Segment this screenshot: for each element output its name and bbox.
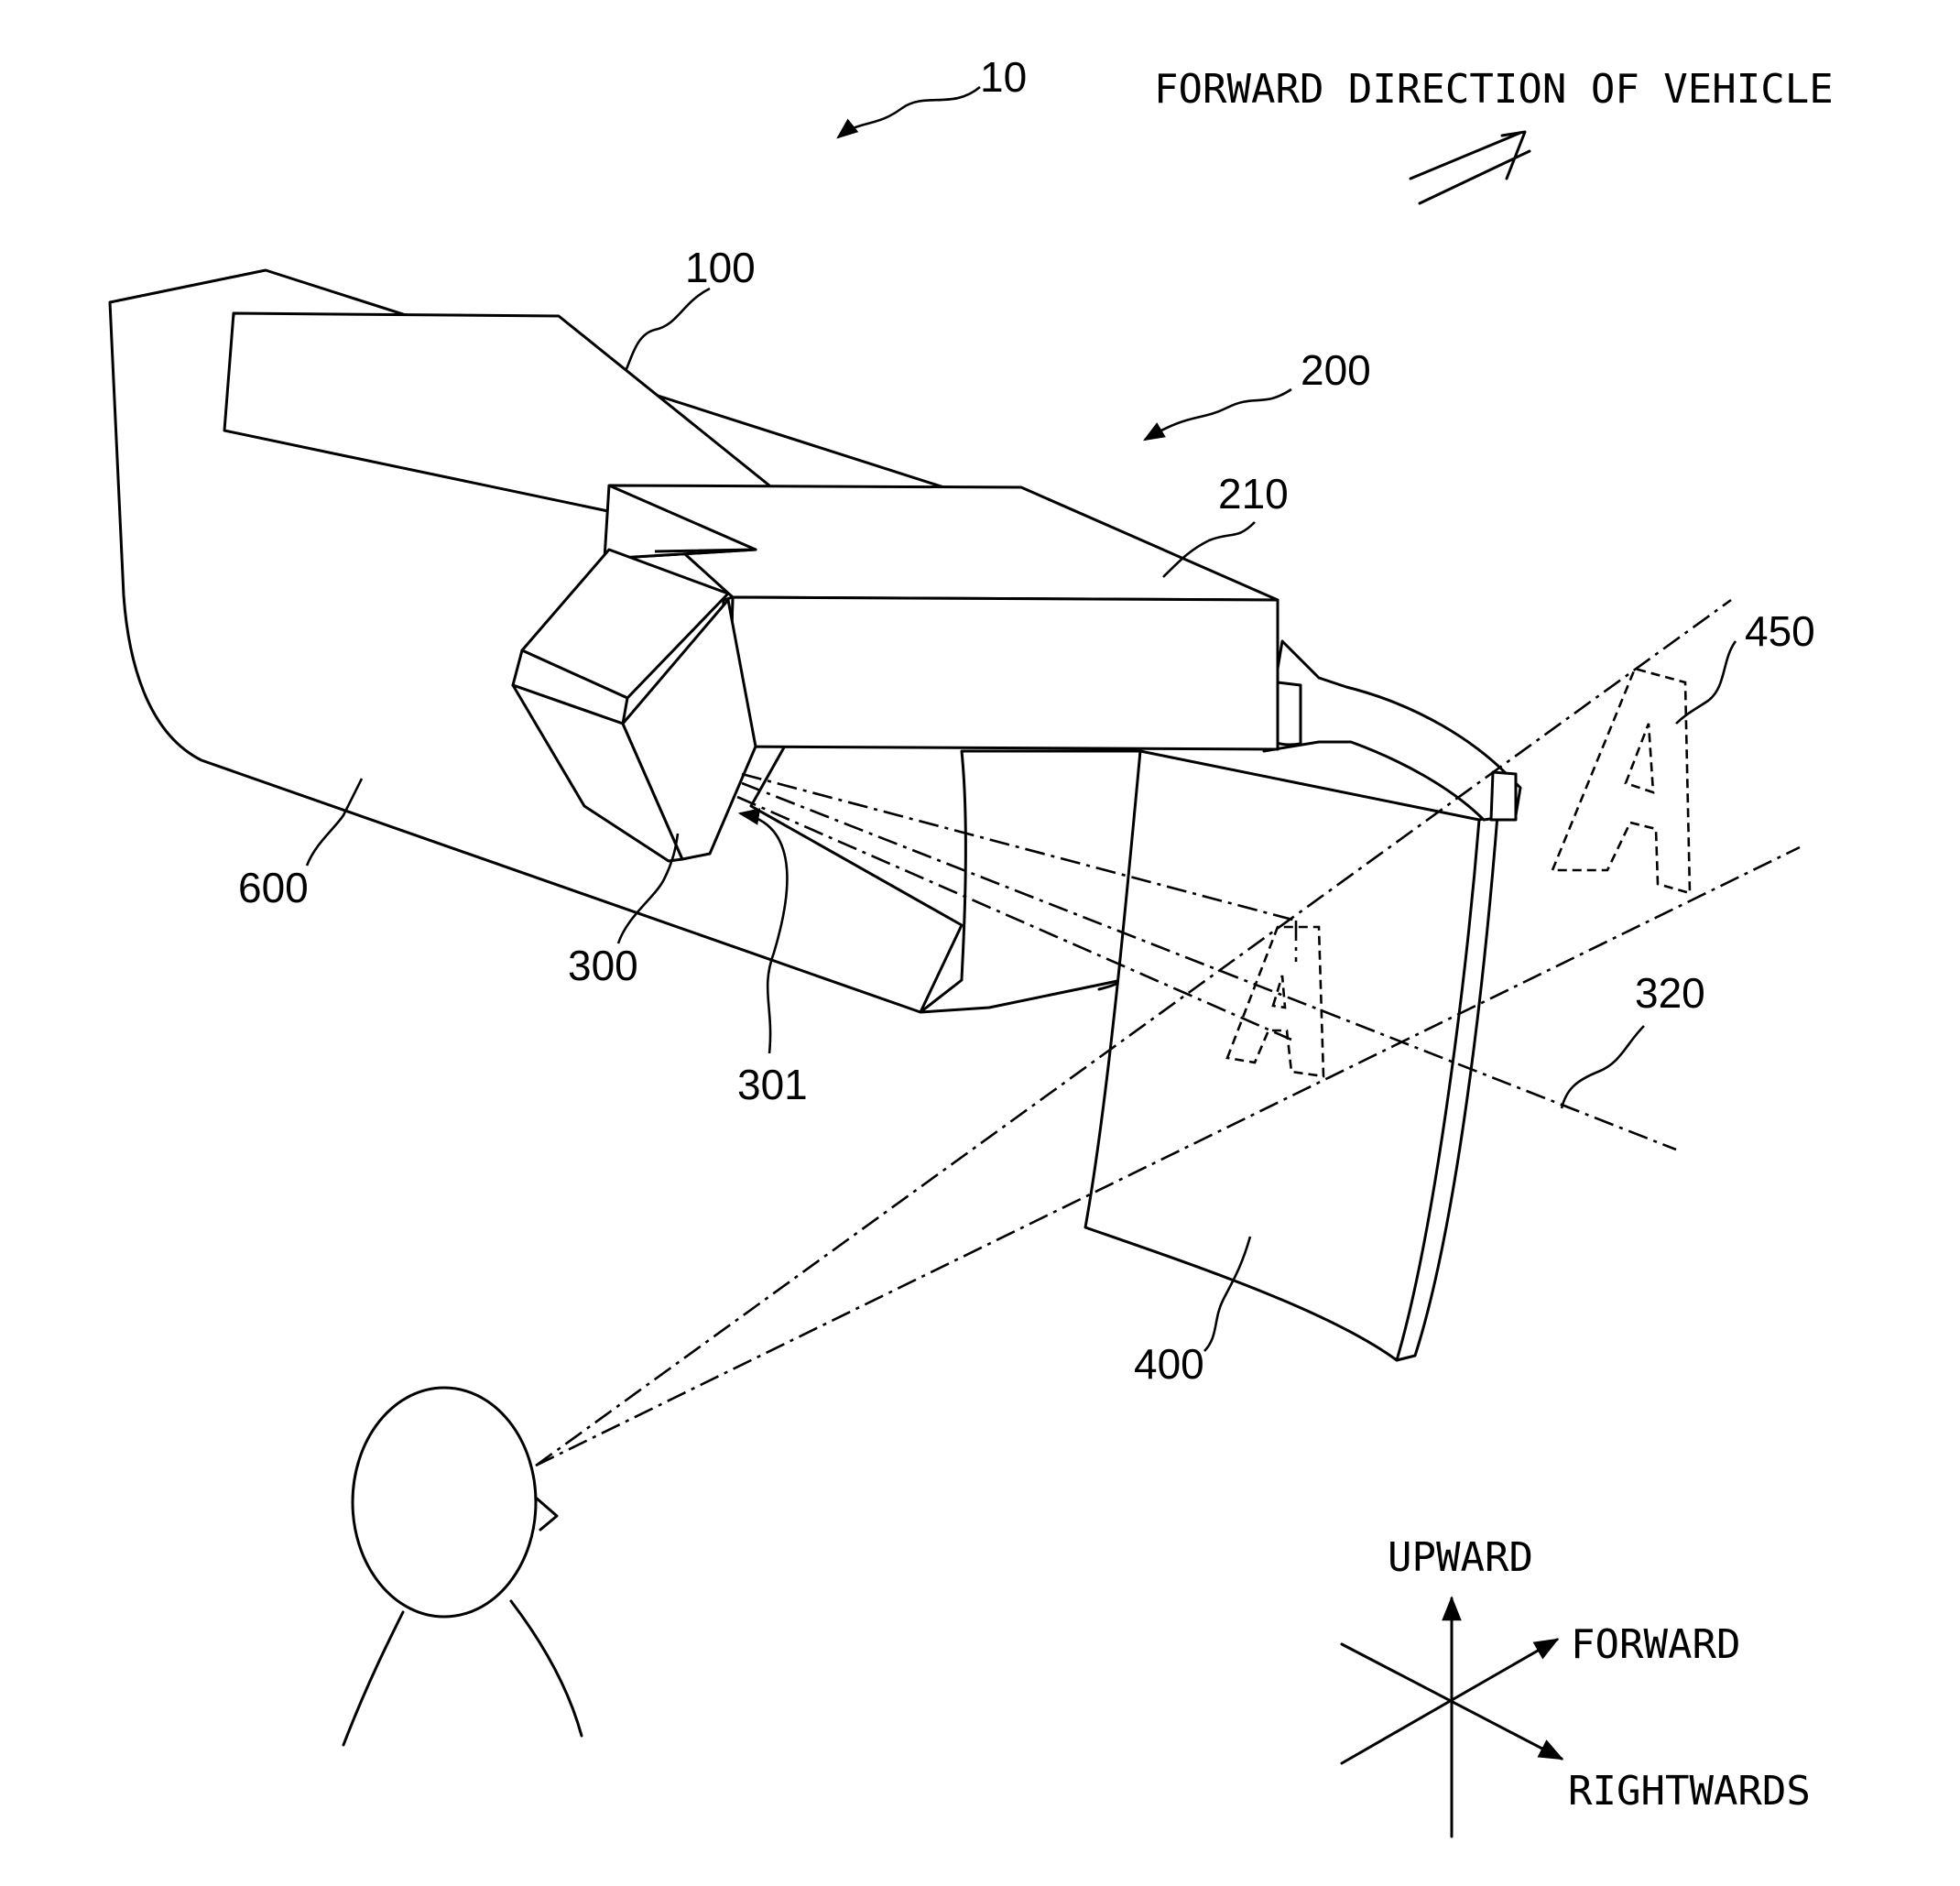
label-200: 200 — [1301, 346, 1371, 394]
viewer-shoulder-left — [343, 1612, 403, 1745]
forward-direction-label: FORWARD DIRECTION OF VEHICLE — [1154, 66, 1834, 113]
device-lead-line — [838, 87, 980, 137]
virtual-image-450 — [1552, 669, 1690, 893]
viewer-shoulder-right — [511, 1601, 582, 1736]
device-number-label: 10 — [980, 53, 1027, 101]
viewer-head — [353, 1388, 536, 1617]
leader-320 — [1562, 1026, 1644, 1108]
leader-100 — [626, 289, 710, 371]
windshield-400 — [1085, 751, 1479, 1360]
label-320: 320 — [1635, 969, 1705, 1017]
viewer — [343, 1388, 582, 1745]
label-301: 301 — [737, 1061, 808, 1108]
projector-box-front-210 — [728, 597, 1278, 749]
leader-200 — [1145, 389, 1291, 440]
label-400: 400 — [1134, 1340, 1204, 1388]
windshield-arm-tip — [1491, 772, 1516, 820]
upward-label: UPWARD — [1388, 1534, 1533, 1581]
label-210: 210 — [1218, 470, 1289, 518]
virtual-a-counter — [1626, 724, 1653, 792]
forward-label: FORWARD — [1571, 1621, 1740, 1668]
virtual-a-outline — [1552, 669, 1690, 893]
forward-direction-arrow-icon — [1410, 132, 1530, 203]
device-label-group: 10 — [838, 53, 1027, 137]
label-300: 300 — [568, 942, 638, 989]
forward-direction-group: FORWARD DIRECTION OF VEHICLE — [1154, 66, 1834, 203]
label-450: 450 — [1745, 607, 1815, 655]
orientation-axes: UPWARD FORWARD RIGHTWARDS — [1342, 1534, 1811, 1837]
label-600: 600 — [238, 864, 309, 911]
viewer-nose — [536, 1498, 557, 1530]
label-100: 100 — [685, 244, 756, 291]
rightwards-label: RIGHTWARDS — [1568, 1768, 1811, 1815]
mirror-bracket — [920, 751, 1140, 1012]
